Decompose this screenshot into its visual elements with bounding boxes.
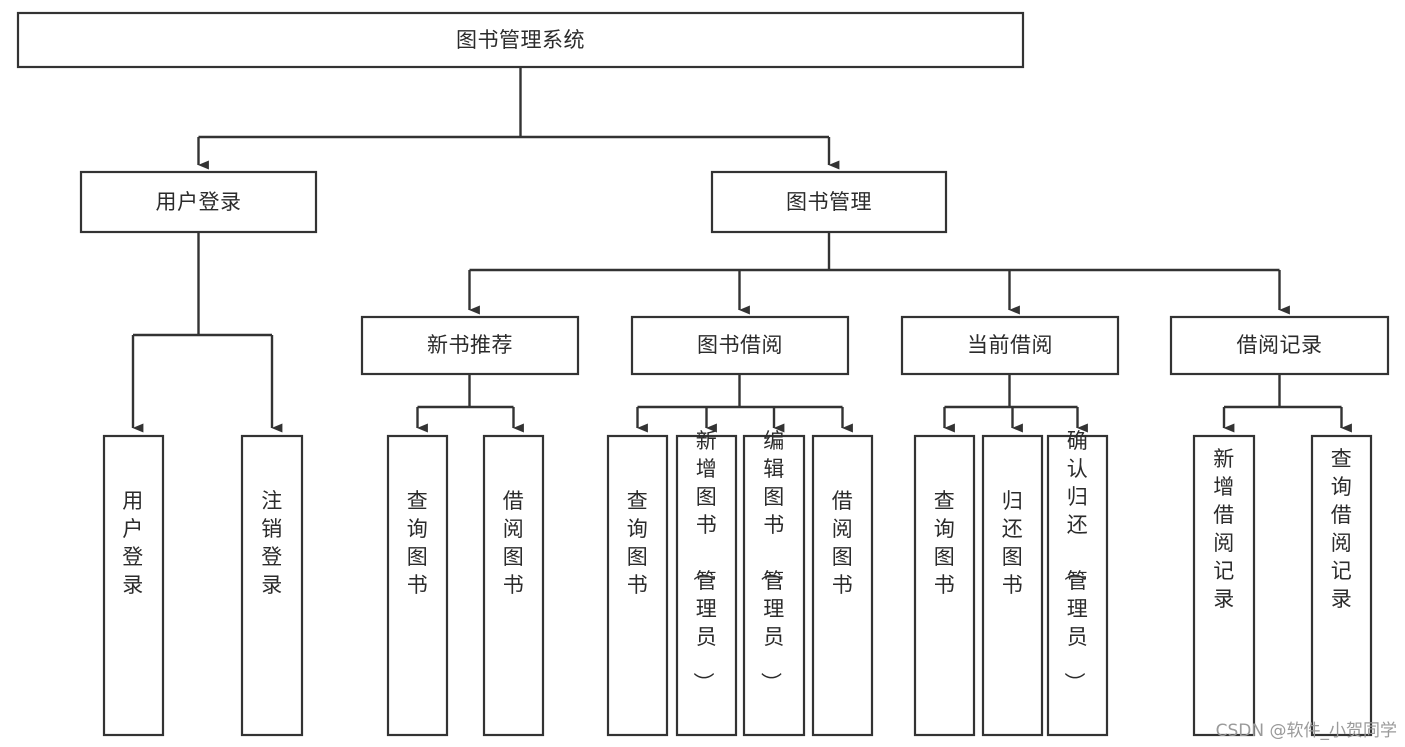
node-user-login[interactable]: 用户登录	[79, 170, 318, 234]
leaf-book-borrow-1-box[interactable]	[606, 434, 669, 737]
node-book-borrow-box[interactable]	[630, 315, 850, 376]
leaf-borrow-record-1[interactable]: 新增借阅记录	[1192, 434, 1256, 737]
leaf-current-borrow-1-label: 查询图书	[934, 489, 956, 597]
node-book-borrow[interactable]: 图书借阅	[630, 315, 850, 376]
node-root-box[interactable]	[16, 11, 1025, 69]
leaf-book-borrow-4-box[interactable]	[811, 434, 874, 737]
leaf-borrow-record-2-label: 查询借阅记录	[1331, 447, 1353, 611]
leaf-book-borrow-2[interactable]: 新增图书（管理员）	[675, 429, 738, 737]
leaf-borrow-record-2[interactable]: 查询借阅记录	[1310, 434, 1373, 737]
leaf-book-borrow-3-label: 编辑图书（管理员）	[758, 429, 785, 694]
leaf-new-book-2-box[interactable]	[482, 434, 545, 737]
leaf-borrow-record-1-label: 新增借阅记录	[1213, 447, 1235, 611]
node-user-login-label: 用户登录	[156, 190, 242, 214]
leaf-new-book-1-box[interactable]	[386, 434, 449, 737]
connector-group-current-borrow	[943, 374, 1088, 433]
node-user-login-box[interactable]	[79, 170, 318, 234]
leaf-borrow-record-1-box[interactable]	[1192, 434, 1256, 737]
node-borrow-record-label: 借阅记录	[1237, 333, 1323, 357]
leaf-user-login-1[interactable]: 用户登录	[102, 434, 165, 737]
leaf-book-borrow-1[interactable]: 查询图书	[606, 434, 669, 737]
connector-group-book-borrow	[636, 374, 853, 433]
leaf-user-login-1-label: 用户登录	[122, 489, 144, 597]
leaf-current-borrow-1[interactable]: 查询图书	[913, 434, 976, 737]
leaf-current-borrow-3[interactable]: 确认归还（管理员）	[1046, 429, 1109, 737]
node-new-book-recommend[interactable]: 新书推荐	[360, 315, 580, 376]
node-book-borrow-label: 图书借阅	[697, 333, 783, 357]
leaf-new-book-1-label: 查询图书	[407, 489, 429, 597]
leaf-user-login-2-label: 注销登录	[261, 489, 283, 597]
leaf-current-borrow-2-box[interactable]	[981, 434, 1044, 737]
leaf-current-borrow-3-label: 确认归还（管理员）	[1062, 429, 1089, 694]
leaf-book-borrow-4-label: 借阅图书	[832, 489, 854, 597]
leaf-new-book-1[interactable]: 查询图书	[386, 434, 449, 737]
node-borrow-record[interactable]: 借阅记录	[1169, 315, 1390, 376]
node-current-borrow[interactable]: 当前借阅	[900, 315, 1120, 376]
leaf-book-borrow-3[interactable]: 编辑图书（管理员）	[742, 429, 806, 737]
connector-group-new-book	[416, 374, 524, 433]
connector-group-user-login	[131, 232, 283, 433]
leaf-user-login-2[interactable]: 注销登录	[240, 434, 304, 737]
node-book-manage-box[interactable]	[710, 170, 948, 234]
leaf-user-login-2-box[interactable]	[240, 434, 304, 737]
leaf-current-borrow-1-box[interactable]	[913, 434, 976, 737]
node-book-manage-label: 图书管理	[786, 190, 872, 214]
connector-group-borrow-record	[1222, 374, 1352, 433]
leaf-user-login-1-box[interactable]	[102, 434, 165, 737]
leaf-current-borrow-2-label: 归还图书	[1002, 489, 1024, 597]
leaf-borrow-record-2-box[interactable]	[1310, 434, 1373, 737]
leaf-book-borrow-1-label: 查询图书	[627, 489, 649, 597]
node-book-manage[interactable]: 图书管理	[710, 170, 948, 234]
leaf-current-borrow-2[interactable]: 归还图书	[981, 434, 1044, 737]
leaf-new-book-2[interactable]: 借阅图书	[482, 434, 545, 737]
leaf-book-borrow-2-label: 新增图书（管理员）	[691, 429, 718, 694]
node-root[interactable]: 图书管理系统	[16, 11, 1025, 69]
node-current-borrow-label: 当前借阅	[967, 333, 1053, 357]
node-current-borrow-box[interactable]	[900, 315, 1120, 376]
connector-group-root	[197, 67, 840, 170]
leaf-new-book-2-label: 借阅图书	[503, 489, 525, 597]
node-new-book-recommend-label: 新书推荐	[427, 333, 513, 357]
leaf-current-borrow-3-box[interactable]	[1046, 434, 1109, 737]
leaf-book-borrow-3-box[interactable]	[742, 434, 806, 737]
leaf-book-borrow-2-box[interactable]	[675, 434, 738, 737]
node-borrow-record-box[interactable]	[1169, 315, 1390, 376]
connector-group-book-manage	[468, 232, 1290, 315]
node-root-label: 图书管理系统	[456, 28, 585, 52]
node-new-book-recommend-box[interactable]	[360, 315, 580, 376]
leaf-book-borrow-4[interactable]: 借阅图书	[811, 434, 874, 737]
